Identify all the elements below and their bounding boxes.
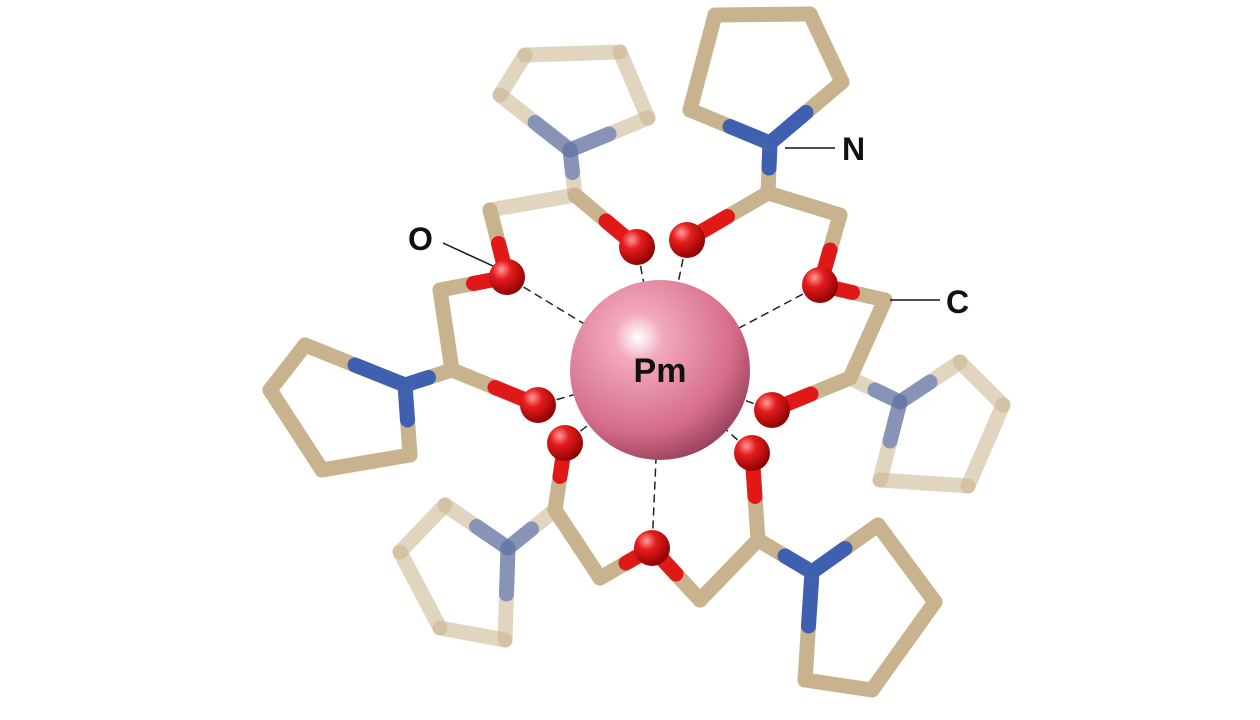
coordination-bond	[652, 439, 658, 529]
nitrogen-bond-half	[347, 357, 413, 393]
coordination-bond	[673, 258, 684, 303]
bond	[262, 337, 313, 398]
nitrogen-bond-half	[892, 374, 938, 410]
n-label: N	[842, 131, 865, 167]
nitrogen-bond-half	[499, 540, 516, 602]
nitrogen-bond-half	[801, 564, 820, 634]
oxygen-atom	[634, 530, 670, 566]
bond	[517, 44, 628, 63]
bond	[432, 620, 513, 648]
bond	[960, 397, 1011, 494]
atoms-layer	[489, 222, 838, 566]
bond	[392, 497, 453, 560]
bond	[802, 6, 850, 90]
bond	[682, 7, 723, 118]
coordination-bond	[721, 293, 804, 338]
nitrogen-bond-half	[562, 142, 580, 180]
bond	[432, 282, 460, 378]
o-label: O	[408, 221, 433, 257]
bond	[870, 517, 943, 610]
oxygen-atom	[802, 267, 838, 303]
o-label-leader	[442, 242, 494, 267]
nitrogen-bond-half	[469, 519, 516, 556]
oxygen-atom	[754, 392, 790, 428]
bond	[262, 382, 330, 478]
coordination-bond	[523, 286, 601, 335]
oxygen-atom	[669, 222, 705, 258]
bond	[952, 354, 1011, 413]
bond	[492, 47, 533, 103]
bond	[797, 672, 880, 698]
oxygen-atom	[734, 435, 770, 471]
bonds-layer	[262, 6, 1011, 698]
bond	[547, 502, 608, 586]
oxygen-atom	[619, 229, 655, 265]
bond	[760, 185, 848, 223]
bond	[707, 6, 818, 23]
oxygen-atom	[547, 425, 583, 461]
bond	[872, 472, 976, 494]
nitrogen-bond-half	[804, 541, 853, 580]
bond	[692, 532, 766, 608]
promethium-atom	[570, 280, 750, 460]
oxygen-atom	[489, 259, 525, 295]
bond	[482, 187, 583, 218]
nitrogen-bond-half	[762, 105, 814, 151]
bond	[314, 447, 418, 478]
bond	[842, 292, 893, 386]
bond	[864, 594, 943, 698]
pm-label: Pm	[634, 352, 687, 390]
oxygen-atom	[520, 387, 556, 423]
bond	[392, 544, 448, 636]
c-label: C	[946, 284, 969, 320]
bond	[612, 44, 656, 126]
